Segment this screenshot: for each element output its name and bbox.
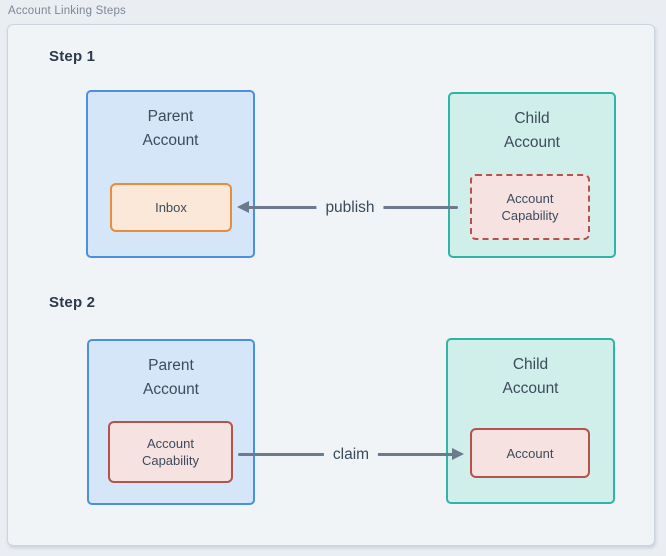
step1-inbox-label: Inbox bbox=[155, 200, 187, 215]
title-line: Account bbox=[502, 380, 559, 397]
claim-arrowhead-right-icon bbox=[452, 448, 464, 460]
publish-arrowhead-left-icon bbox=[237, 201, 249, 213]
step2-account-box: Account bbox=[470, 428, 590, 478]
diagram-title: Account Linking Steps bbox=[8, 5, 126, 17]
step2-parent-account-box: Parent Account Account Capability bbox=[87, 339, 255, 505]
step1-inbox-box: Inbox bbox=[110, 183, 232, 232]
title-line: Account bbox=[142, 381, 199, 398]
title-line: Account bbox=[142, 132, 199, 149]
step1-child-account-box: Child Account Account Capability bbox=[448, 92, 616, 258]
title-line: Account bbox=[503, 134, 560, 151]
title-line: Parent bbox=[147, 108, 194, 125]
claim-arrow-label: claim bbox=[323, 446, 379, 464]
step1-parent-account-title: Parent Account bbox=[88, 105, 253, 153]
step2-parent-account-title: Parent Account bbox=[89, 354, 253, 402]
title-line: Child bbox=[512, 356, 549, 373]
step1-account-capability-box: Account Capability bbox=[470, 174, 590, 240]
step2-child-account-title: Child Account bbox=[448, 353, 613, 401]
publish-arrow-label: publish bbox=[316, 199, 384, 217]
step1-parent-account-box: Parent Account Inbox bbox=[86, 90, 255, 258]
step2-account-label: Account bbox=[506, 445, 554, 461]
step1-child-account-title: Child Account bbox=[450, 107, 614, 155]
step2-account-capability-label: Account Capability bbox=[141, 436, 200, 468]
step-2-heading: Step 2 bbox=[49, 294, 96, 311]
title-line: Child bbox=[514, 110, 550, 127]
step1-account-capability-label: Account Capability bbox=[501, 191, 559, 223]
step2-account-capability-box: Account Capability bbox=[108, 421, 233, 483]
step-1-heading: Step 1 bbox=[49, 48, 96, 65]
title-line: Parent bbox=[148, 357, 194, 374]
step2-child-account-box: Child Account Account bbox=[446, 338, 615, 504]
